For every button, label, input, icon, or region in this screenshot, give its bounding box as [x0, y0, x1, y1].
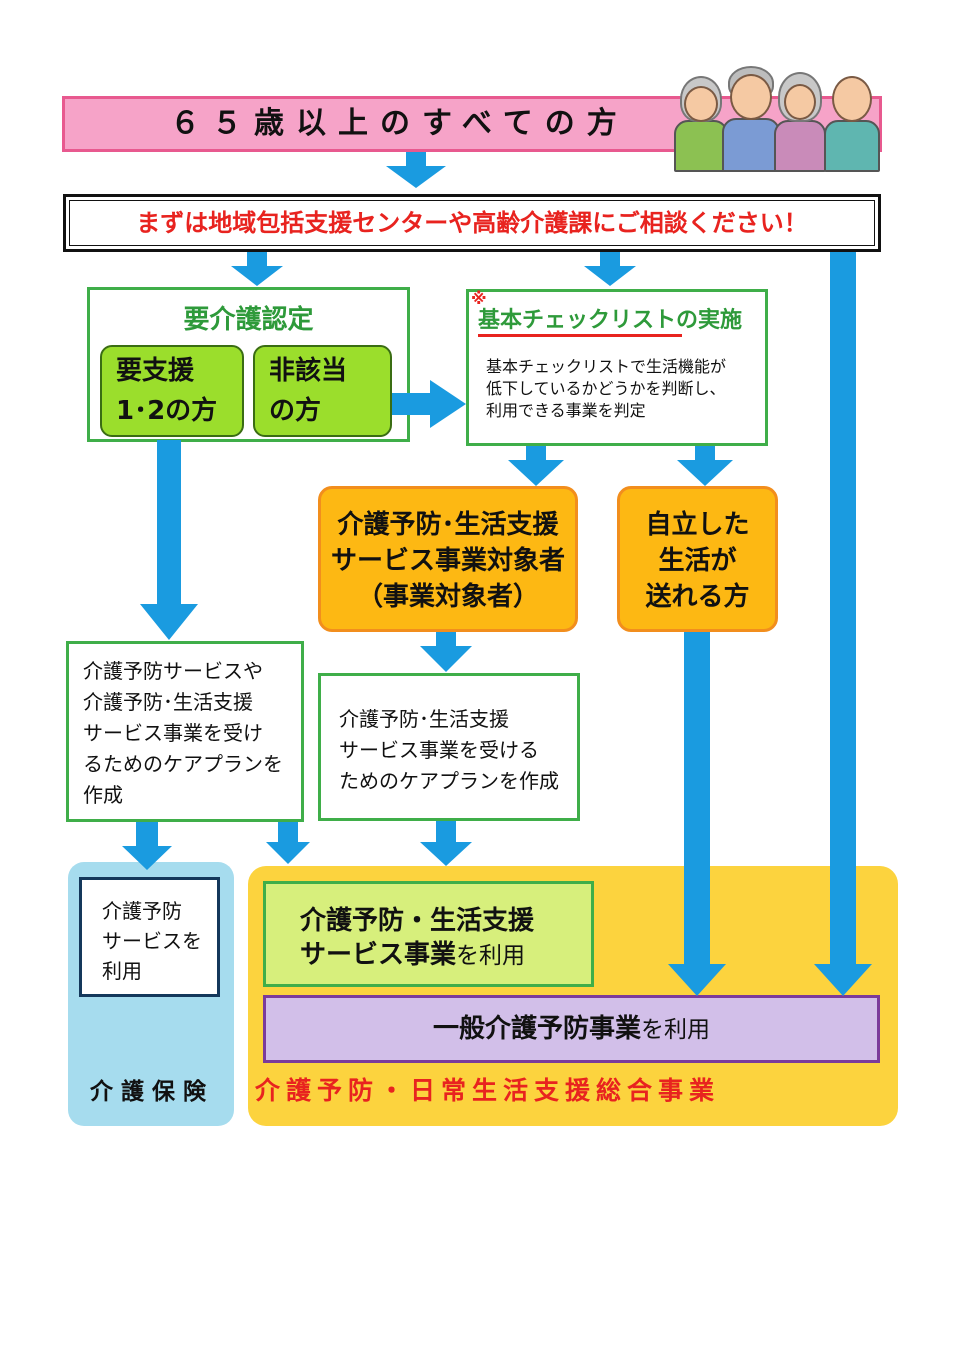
not-applicable-line1: 非該当 [269, 356, 348, 386]
arrow-careplan-to-support-service [420, 821, 472, 866]
elderly-person-4 [822, 70, 882, 172]
support-level-line1: 要支援 [116, 356, 195, 386]
support-service-line2-rest: を利用 [456, 943, 526, 969]
prevention-use-line1: 介護予防 [102, 899, 182, 923]
elderly-person-2 [720, 66, 782, 172]
checklist-desc-line1: 基本チェックリストで生活機能が [486, 357, 727, 376]
service-eligible-line3: （事業対象者） [356, 582, 539, 612]
care-plan1-line5: 作成 [83, 783, 123, 807]
service-eligible-box: 介護予防･生活支援 サービス事業対象者 （事業対象者） [318, 486, 578, 632]
arrow-consult-to-checklist [584, 252, 636, 286]
consult-box [63, 194, 881, 252]
checklist-title-underline [478, 334, 682, 337]
independent-living-box: 自立した 生活が 送れる方 [617, 486, 778, 632]
comprehensive-program-label: 介護予防・日常生活支援総合事業 [255, 1076, 721, 1105]
care-plan1-line3: サービス事業を受け [83, 721, 263, 745]
support-service-use-box: 介護予防・生活支援 サービス事業を利用 [263, 881, 594, 987]
consult-box-inner-border [69, 200, 875, 246]
general-prevention-bold: 一般介護予防事業 [432, 1014, 641, 1044]
prevention-service-use-box: 介護予防 サービスを 利用 [79, 877, 220, 997]
support-service-line1: 介護予防・生活支援 [300, 906, 535, 936]
care-plan2-line3: ためのケアプランを作成 [339, 769, 559, 793]
arrow-support-to-careplan [140, 440, 198, 640]
support-service-line2-bold: サービス事業 [300, 940, 457, 970]
note-mark: ※ [471, 289, 487, 308]
not-applicable-line2: の方 [269, 396, 322, 426]
basic-checklist-box [466, 289, 768, 446]
consult-message: まずは地域包括支援センターや高齢介護課にご相談ください！ [136, 209, 808, 237]
basic-checklist-description: 基本チェックリストで生活機能が 低下しているかどうかを判断し、 利用できる事業を… [486, 356, 758, 436]
page-title: ６５歳以上のすべての方 [170, 106, 629, 141]
care-certification-title: 要介護認定 [183, 305, 314, 335]
care-insurance-label: 介護保険 [90, 1079, 214, 1105]
general-prevention-use-box: 一般介護予防事業を利用 [263, 995, 880, 1063]
care-plan-box-prevention: 介護予防サービスや 介護予防･生活支援 サービス事業を受け るためのケアプランを… [66, 641, 304, 822]
support-level-box: 要支援 1･2の方 [100, 345, 244, 437]
service-eligible-line2: サービス事業対象者 [330, 546, 565, 576]
prevention-use-line3: 利用 [102, 959, 142, 983]
not-applicable-box: 非該当 の方 [253, 345, 392, 437]
independent-living-line3: 送れる方 [645, 582, 750, 612]
elderly-person-1 [672, 76, 730, 172]
checklist-desc-line3: 利用できる事業を判定 [486, 401, 646, 420]
arrow-title-to-consult [386, 152, 446, 188]
care-plan1-line1: 介護予防サービスや [83, 659, 263, 683]
general-prevention-rest: を利用 [641, 1017, 710, 1043]
elderly-person-3 [772, 72, 828, 172]
care-plan2-line1: 介護予防･生活支援 [339, 707, 509, 731]
care-plan1-line4: るためのケアプランを [83, 752, 283, 776]
arrow-careplan-to-comprehensive [266, 822, 310, 864]
support-level-line2: 1･2の方 [116, 396, 218, 426]
service-eligible-line1: 介護予防･生活支援 [337, 510, 559, 540]
prevention-use-line2: サービスを [102, 929, 202, 953]
arrow-checklist-to-eligible [508, 446, 564, 486]
arrow-checklist-to-independent [677, 446, 733, 486]
care-plan-box-service: 介護予防･生活支援 サービス事業を受ける ためのケアプランを作成 [318, 673, 580, 821]
arrow-consult-to-certification [231, 252, 283, 286]
independent-living-line2: 生活が [658, 546, 737, 576]
checklist-desc-line2: 低下しているかどうかを判断し、 [486, 379, 726, 398]
care-plan2-line2: サービス事業を受ける [339, 738, 539, 762]
basic-checklist-title: 基本チェックリストの実施 [478, 308, 743, 333]
care-plan1-line2: 介護予防･生活支援 [83, 690, 253, 714]
independent-living-line1: 自立した [645, 510, 750, 540]
elderly-people-illustration [668, 66, 888, 172]
arrow-eligible-to-careplan [420, 632, 472, 672]
